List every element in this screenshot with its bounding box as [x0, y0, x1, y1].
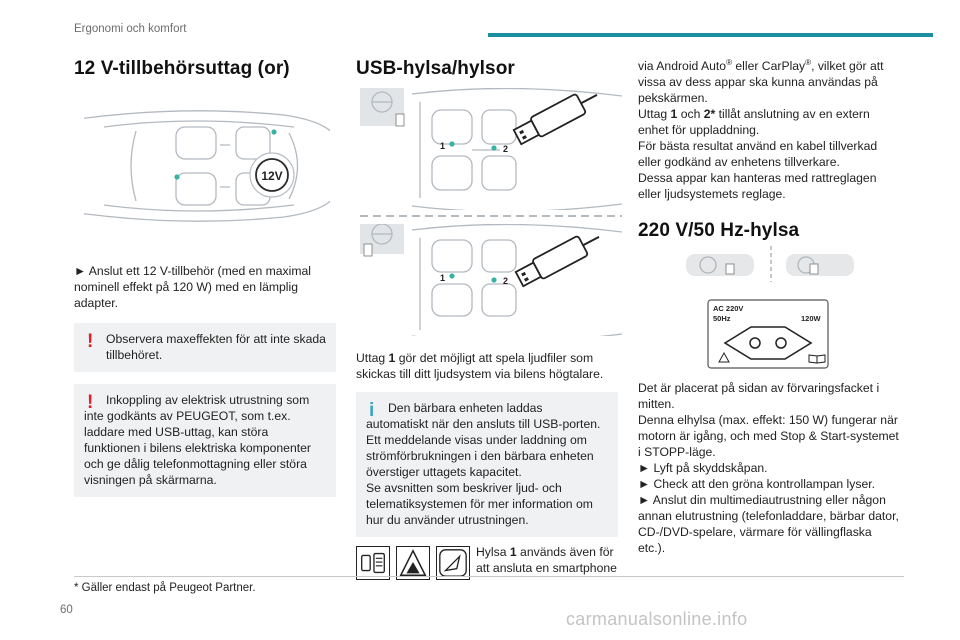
- registered-mark: ®: [726, 58, 732, 67]
- column-12v-socket: 12 V-tillbehörsuttag (or): [74, 52, 336, 80]
- cont-text-pre: via Android Auto: [638, 59, 727, 74]
- usb-port-1-label-lower: 1: [440, 273, 445, 283]
- warning-text-non-approved: Inkoppling av elektrisk utrustning som i…: [84, 393, 311, 487]
- usb-charging-paragraph: Uttag 1 och 2* tillåt anslutning av en e…: [638, 106, 900, 138]
- socket-pin-hole-right: [775, 337, 787, 349]
- usb-port-1-label: 1: [440, 141, 445, 151]
- console-220v-locator-figure: [686, 246, 854, 282]
- footer-divider: [74, 576, 904, 577]
- usb-plug-icon: [512, 93, 598, 146]
- l2-mid: och: [680, 107, 701, 122]
- manual-book-icon: [808, 354, 826, 364]
- para-text-pre: Uttag: [356, 351, 386, 365]
- header-section-title: Ergonomi och komfort: [74, 23, 187, 35]
- col2-body: Uttag 1 gör det möjligt att spela ljudfi…: [356, 350, 618, 580]
- section-title-220v: 220 V/50 Hz-hylsa: [638, 220, 800, 242]
- android-auto-icon: [396, 546, 430, 580]
- usb-port-2-label-lower: 2: [503, 276, 508, 286]
- icon-text-pre: Hylsa: [476, 545, 507, 559]
- arrow-icon: ►: [638, 461, 651, 475]
- para-text-post: gör det möjligt att spela ljudfiler som …: [356, 351, 604, 381]
- registered-mark: ®: [805, 58, 812, 67]
- page-number: 60: [60, 604, 73, 616]
- step-connect-text: Anslut ett 12 V-tillbehör (med en maxima…: [74, 264, 311, 310]
- step-lift-cover: ► Lyft på skyddskåpan.: [638, 460, 900, 476]
- col3-body: Det är placerat på sidan av förvaringsfa…: [638, 380, 900, 556]
- info-icon: i: [369, 400, 375, 421]
- socket-hz-label: 50Hz: [713, 314, 731, 323]
- carplay-icon: [436, 546, 470, 580]
- section-title-12v: 12 V-tillbehörsuttag (or): [74, 58, 290, 79]
- info-box-charging: i Den bärbara enheten laddas automatiskt…: [356, 392, 618, 537]
- col1-body: ► Anslut ett 12 V-tillbehör (med en maxi…: [74, 263, 336, 497]
- smartphone-mirror-icon: [356, 546, 390, 580]
- section-title-usb: USB-hylsa/hylsor: [356, 58, 515, 79]
- apps-control-text: Dessa appar kan hanteras med rattreglage…: [638, 171, 877, 202]
- socket-ac-label: AC 220V: [713, 304, 743, 313]
- cont-text-post: , vilket gör att vissa av dess appar ska…: [638, 59, 884, 106]
- step-connect-equipment: ► Anslut din multimediautrustning eller …: [638, 492, 900, 556]
- watermark: carmanualsonline.info: [566, 609, 748, 629]
- usb-port-2-label: 2: [503, 144, 508, 154]
- operation-text: Denna elhylsa (max. effekt: 150 W) funge…: [638, 413, 899, 459]
- smartphone-connect-text: Hylsa 1 används även för att ansluta en …: [476, 544, 618, 576]
- header-accent-bar: [488, 33, 933, 37]
- socket-watt-label: 120W: [801, 314, 822, 323]
- cable-recommendation: För bästa resultat använd en kabel tillv…: [638, 139, 878, 170]
- warning-text-max-power: Observera maxeffekten för att inte skada…: [106, 332, 326, 362]
- warning-box-non-approved: ! Inkoppling av elektrisk utrustning som…: [74, 384, 336, 497]
- warning-box-max-power: ! Observera maxeffekten för att inte ska…: [74, 323, 336, 372]
- icon-text-port: 1: [509, 545, 517, 559]
- usb-continued-paragraph: via Android Auto® eller CarPlay®, vilket…: [638, 55, 900, 106]
- info-lead-text: Den bärbara enheten laddas automatiskt n…: [366, 401, 601, 431]
- car-topview-12v-figure: 12V: [84, 110, 330, 222]
- warning-triangle-icon: [718, 351, 730, 363]
- usb-plug-icon-lower: [514, 235, 600, 288]
- arrow-icon: ►: [638, 477, 651, 491]
- l2-port-1: 1: [670, 107, 678, 122]
- footnote: * Gäller endast på Peugeot Partner.: [74, 582, 256, 594]
- smartphone-icons-row: Hylsa 1 används även för att ansluta en …: [356, 544, 618, 580]
- column-220v: via Android Auto® eller CarPlay®, vilket…: [638, 55, 900, 242]
- step-connect-12v: ► Anslut ett 12 V-tillbehör (med en maxi…: [74, 263, 336, 311]
- socket-12v-label: 12V: [261, 169, 282, 183]
- warning-exclamation-icon: !: [87, 331, 94, 352]
- step-check-lamp: ► Check att den gröna kontrollampan lyse…: [638, 476, 900, 492]
- usb-audio-paragraph: Uttag 1 gör det möjligt att spela ljudfi…: [356, 350, 618, 382]
- step-connect-equipment-text: Anslut din multimediautrustning eller nå…: [638, 493, 899, 555]
- step-lift-cover-text: Lyft på skyddskåpan.: [653, 461, 768, 475]
- arrow-icon: ►: [74, 264, 87, 278]
- column-usb: USB-hylsa/hylsor: [356, 52, 618, 80]
- info-text-consumption: Ett meddelande visas under laddning om s…: [366, 433, 594, 479]
- usb-figure: 1 2 1 2: [360, 88, 622, 336]
- l2-port-2: 2*: [703, 107, 716, 122]
- para-port-number: 1: [388, 351, 396, 365]
- icon-text-post: används även för att ansluta en smartpho…: [476, 545, 617, 575]
- socket-pin-hole-left: [749, 337, 761, 349]
- location-text: Det är placerat på sidan av förvaringsfa…: [638, 381, 880, 411]
- warning-exclamation-icon: !: [87, 392, 94, 413]
- step-check-lamp-text: Check att den gröna kontrollampan lyser.: [653, 477, 875, 491]
- arrow-icon: ►: [638, 493, 651, 507]
- l2-post: tillåt anslutning av en extern enhet för…: [638, 107, 870, 138]
- socket-220v-illustration: AC 220V 50Hz 120W: [707, 299, 829, 369]
- l2-pre: Uttag: [638, 107, 668, 122]
- info-text-see-sections: Se avsnitten som beskriver ljud- och tel…: [366, 481, 593, 527]
- cont-text-mid: eller CarPlay: [732, 59, 806, 74]
